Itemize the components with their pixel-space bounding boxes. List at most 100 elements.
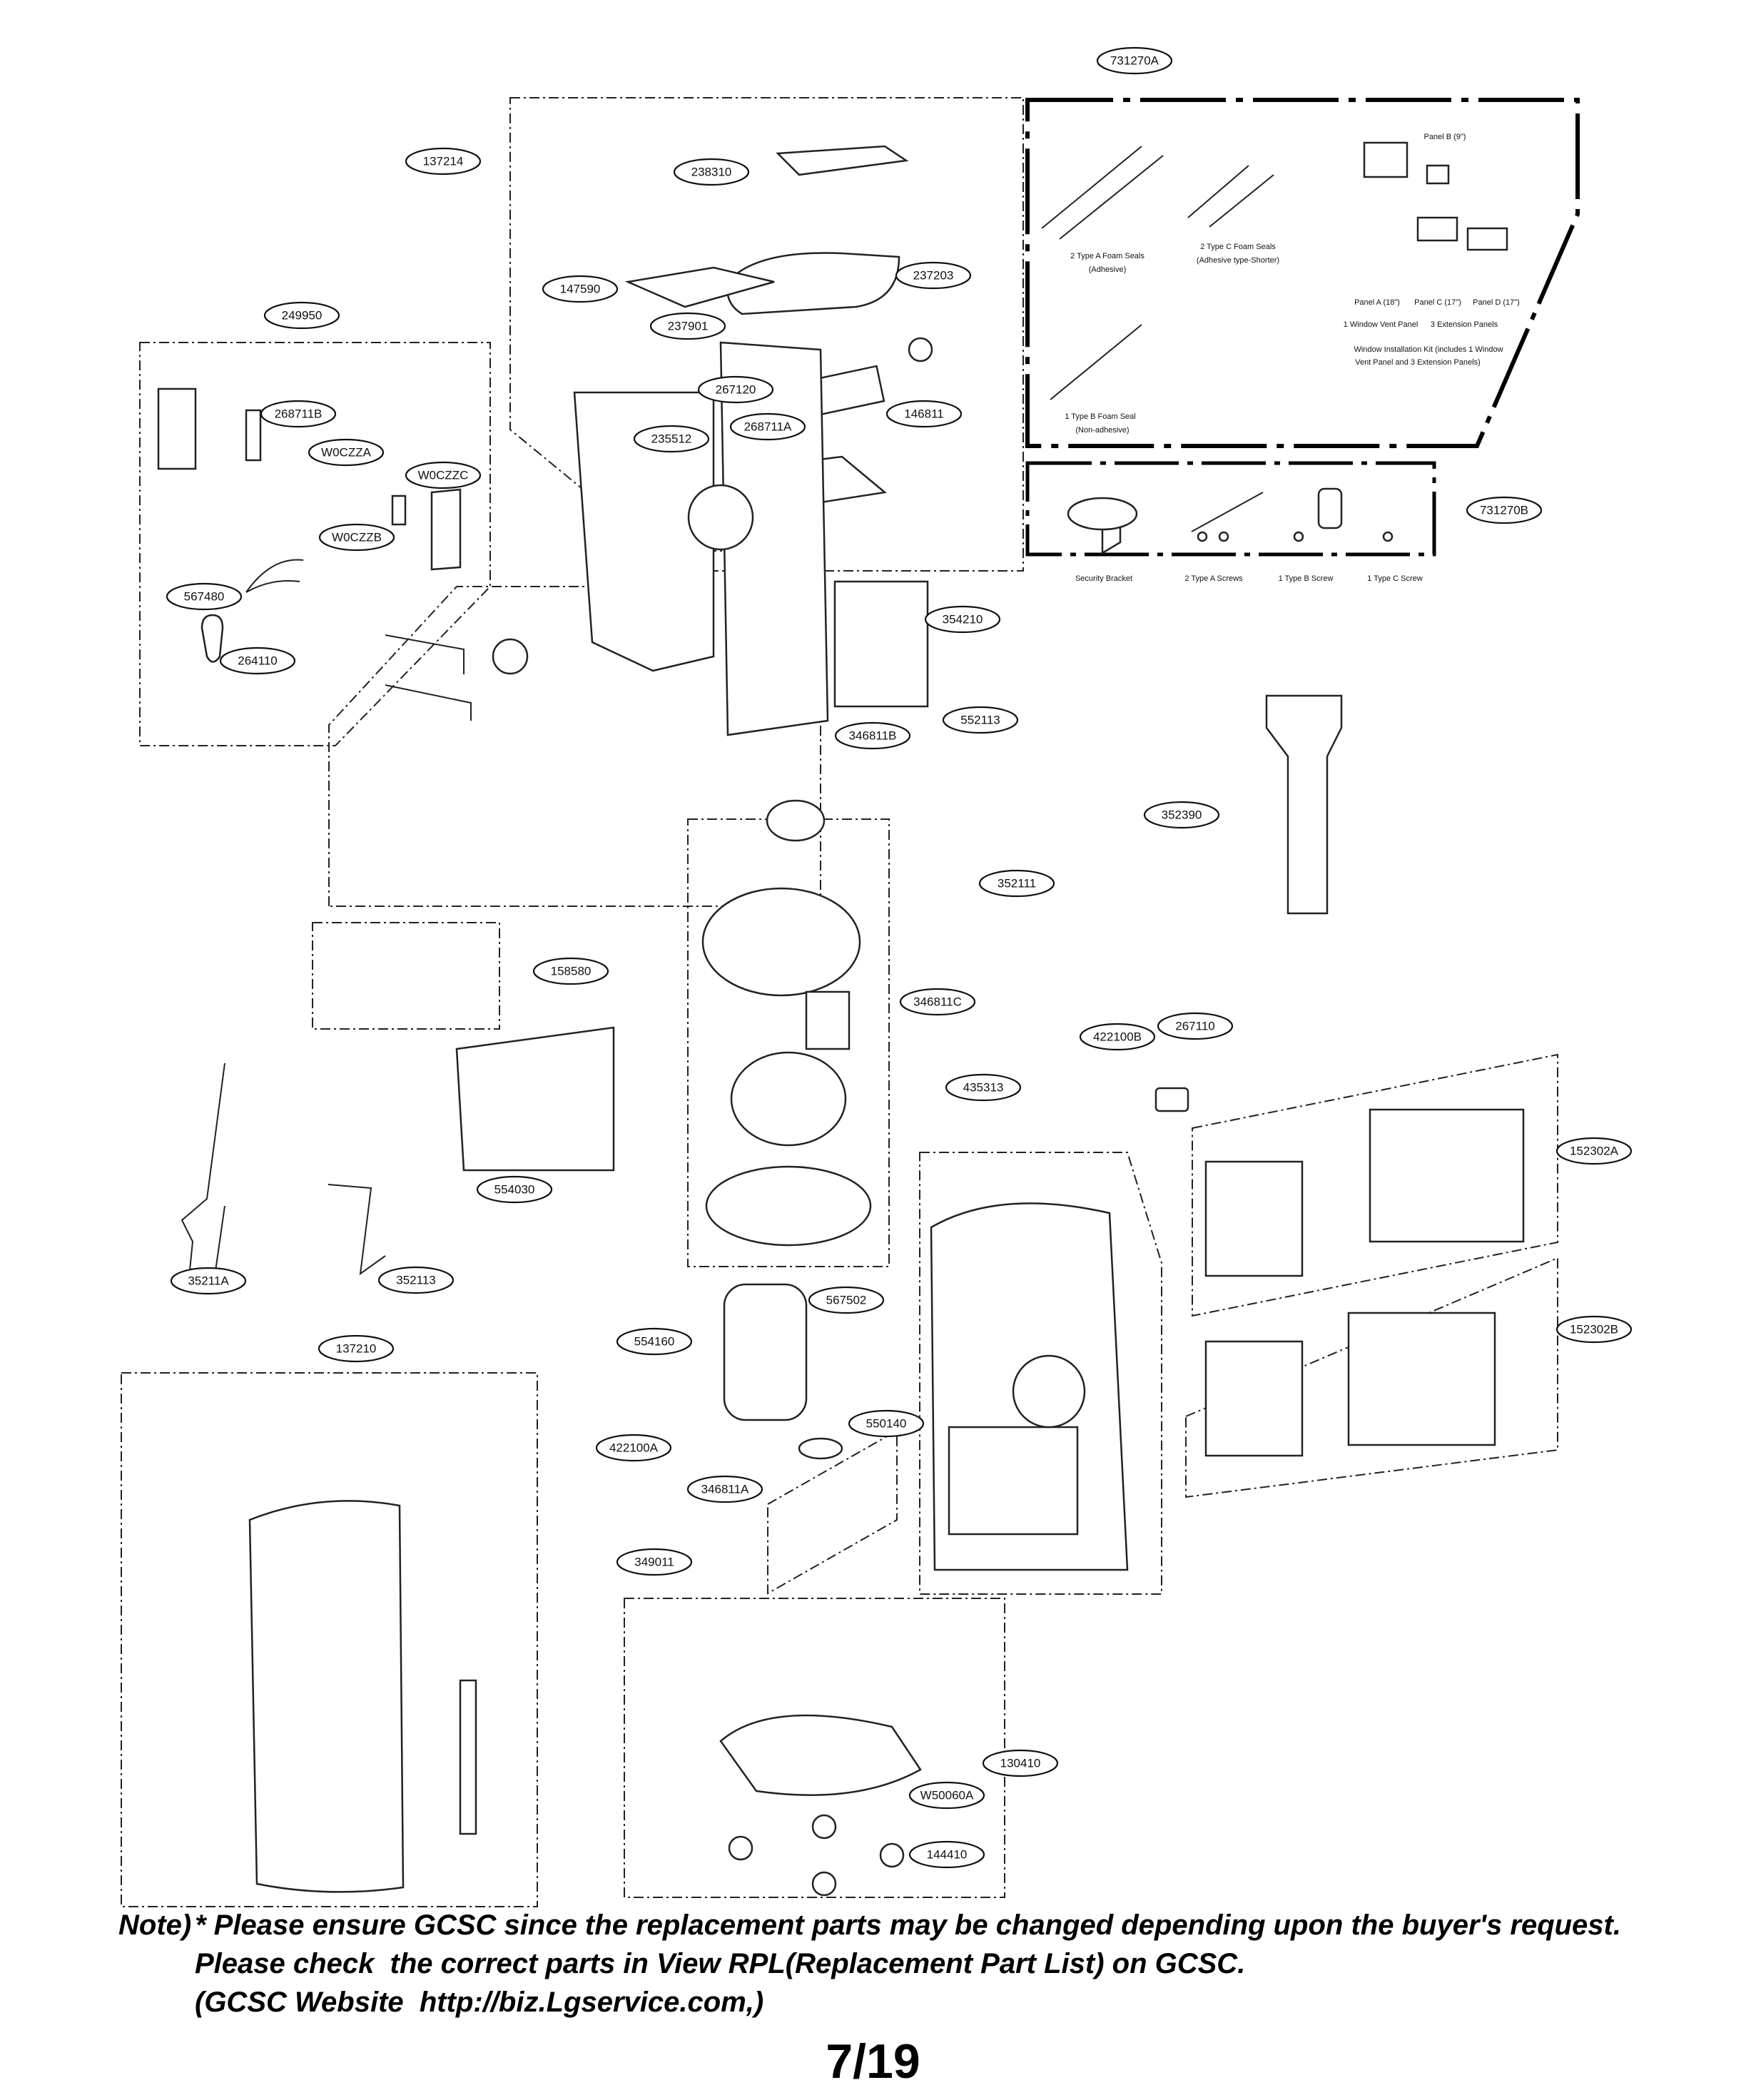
part-number-label: 267120 xyxy=(716,383,756,397)
callout-ellipse xyxy=(1466,496,1543,524)
kit-b-part-1 xyxy=(1067,497,1138,531)
callout-ellipse xyxy=(263,301,340,330)
kit-caption: (Adhesive) xyxy=(1089,265,1127,274)
remote-control-part xyxy=(201,614,224,663)
callout-ellipse xyxy=(978,869,1055,898)
part-number-label: 346811C xyxy=(913,995,962,1009)
callout-147590: 147590 xyxy=(542,275,619,303)
part-number-label: 268711A xyxy=(744,420,792,434)
screw-a-2 xyxy=(1218,531,1229,542)
orifice-part xyxy=(705,1165,872,1247)
part-number-label: 237203 xyxy=(913,269,954,283)
callout-268711b: 268711B xyxy=(260,400,337,428)
rear-vent-circle-part xyxy=(1012,1354,1086,1429)
callout-ellipse xyxy=(895,261,972,290)
callout-268711a: 268711A xyxy=(729,412,806,441)
part-number-label: W0CZZA xyxy=(321,446,372,460)
callout-267110: 267110 xyxy=(1157,1012,1234,1040)
knob-part xyxy=(908,337,933,362)
callout-ellipse xyxy=(848,1409,925,1438)
callout-ellipse xyxy=(532,957,609,985)
note-line-2: Please check the correct parts in View R… xyxy=(195,1948,1246,1979)
part-number-label: 235512 xyxy=(651,432,692,446)
callout-ellipse xyxy=(686,1475,763,1503)
callout-554030: 554030 xyxy=(476,1175,553,1204)
caster-2 xyxy=(811,1814,837,1840)
base-pan-part xyxy=(719,1714,922,1796)
kit-caption: Vent Panel and 3 Extension Panels) xyxy=(1355,358,1481,367)
kit-caption: 1 Type B Screw xyxy=(1279,574,1334,583)
caster-1 xyxy=(728,1835,753,1861)
kit-caption: (Adhesive type-Shorter) xyxy=(1197,256,1279,265)
callout-ellipse xyxy=(633,425,710,453)
scroll-part xyxy=(719,341,829,736)
callout-567502: 567502 xyxy=(808,1286,885,1314)
panel-d xyxy=(1466,227,1508,251)
part-number-label: 152302B xyxy=(1570,1323,1618,1336)
callout-ellipse xyxy=(834,721,911,750)
group-box-249950 xyxy=(139,342,491,746)
part-number-label: W50060A xyxy=(920,1789,974,1802)
part-number-label: 146811 xyxy=(904,407,943,421)
part-number-label: 346811B xyxy=(849,729,897,743)
callout-ellipse xyxy=(219,646,296,675)
condenser-part xyxy=(833,580,929,708)
part-number-label: 349011 xyxy=(634,1556,674,1569)
cover-267110-part xyxy=(1154,1087,1189,1112)
group-box-137210 xyxy=(121,1372,538,1907)
part-number-label: 567480 xyxy=(184,590,225,604)
screw-b xyxy=(1293,531,1304,542)
group-box-158580 xyxy=(312,922,500,1030)
callout-238310: 238310 xyxy=(673,158,750,186)
callout-ellipse xyxy=(885,400,963,428)
note-prefix: Note) xyxy=(118,1909,192,1941)
callout-352111: 352111 xyxy=(978,869,1055,898)
callout-346811b: 346811B xyxy=(834,721,911,750)
kit-b-part-2 xyxy=(1191,492,1264,532)
part-number-label: W0CZZC xyxy=(418,469,469,482)
part-number-label: 422100B xyxy=(1093,1030,1142,1044)
part-number-label: 731270B xyxy=(1480,504,1528,517)
panel-b xyxy=(1426,164,1450,185)
side-cover-part xyxy=(430,488,462,571)
kit-box-731270A xyxy=(1025,98,1580,448)
kit-caption: 2 Type A Foam Seals xyxy=(1070,252,1144,260)
callout-ellipse xyxy=(808,1286,885,1314)
callout-ellipse xyxy=(318,523,395,552)
callout-349011: 349011 xyxy=(616,1548,693,1576)
callout-w50060a: W50060A xyxy=(908,1781,985,1810)
callout-144410: 144410 xyxy=(908,1840,985,1869)
part-number-label: 352111 xyxy=(998,877,1036,891)
group-box-346811A xyxy=(767,1429,898,1595)
callout-ellipse xyxy=(260,400,337,428)
callout-137210: 137210 xyxy=(318,1334,395,1363)
part-number-label: 137214 xyxy=(423,155,464,168)
part-number-label: 147590 xyxy=(560,283,601,296)
kit-caption: Security Bracket xyxy=(1075,574,1132,583)
callout-422100a: 422100A xyxy=(595,1434,672,1462)
part-number-label: 237901 xyxy=(668,320,709,333)
callout-435313: 435313 xyxy=(945,1073,1022,1102)
callout-ellipse xyxy=(1555,1315,1633,1344)
part-number-label: 144410 xyxy=(927,1848,968,1862)
callout-235512: 235512 xyxy=(633,425,710,453)
callout-ellipse xyxy=(318,1334,395,1363)
group-box-fan-housing xyxy=(328,550,821,907)
window-vent-panel xyxy=(1363,141,1409,178)
callout-354210: 354210 xyxy=(924,605,1001,634)
kit-caption: 1 Type C Screw xyxy=(1367,574,1422,583)
caster-3 xyxy=(811,1871,837,1897)
callout-w0czzc: W0CZZC xyxy=(405,461,482,490)
kit-caption: 2 Type C Foam Seals xyxy=(1200,243,1276,251)
callout-ellipse xyxy=(649,312,726,340)
wire-harness-part xyxy=(245,559,304,593)
note-line-1: * Please ensure GCSC since the replaceme… xyxy=(195,1909,1621,1941)
callout-ellipse xyxy=(166,582,243,611)
callout-ellipse xyxy=(542,275,619,303)
fan-housing-part xyxy=(573,391,715,672)
kit-caption: 1 Type B Foam Seal xyxy=(1065,412,1135,421)
pre-filter-b-part xyxy=(1204,1340,1304,1457)
callout-552113: 552113 xyxy=(942,706,1019,734)
callout-ellipse xyxy=(595,1434,672,1462)
screw-a-1 xyxy=(1197,531,1208,542)
